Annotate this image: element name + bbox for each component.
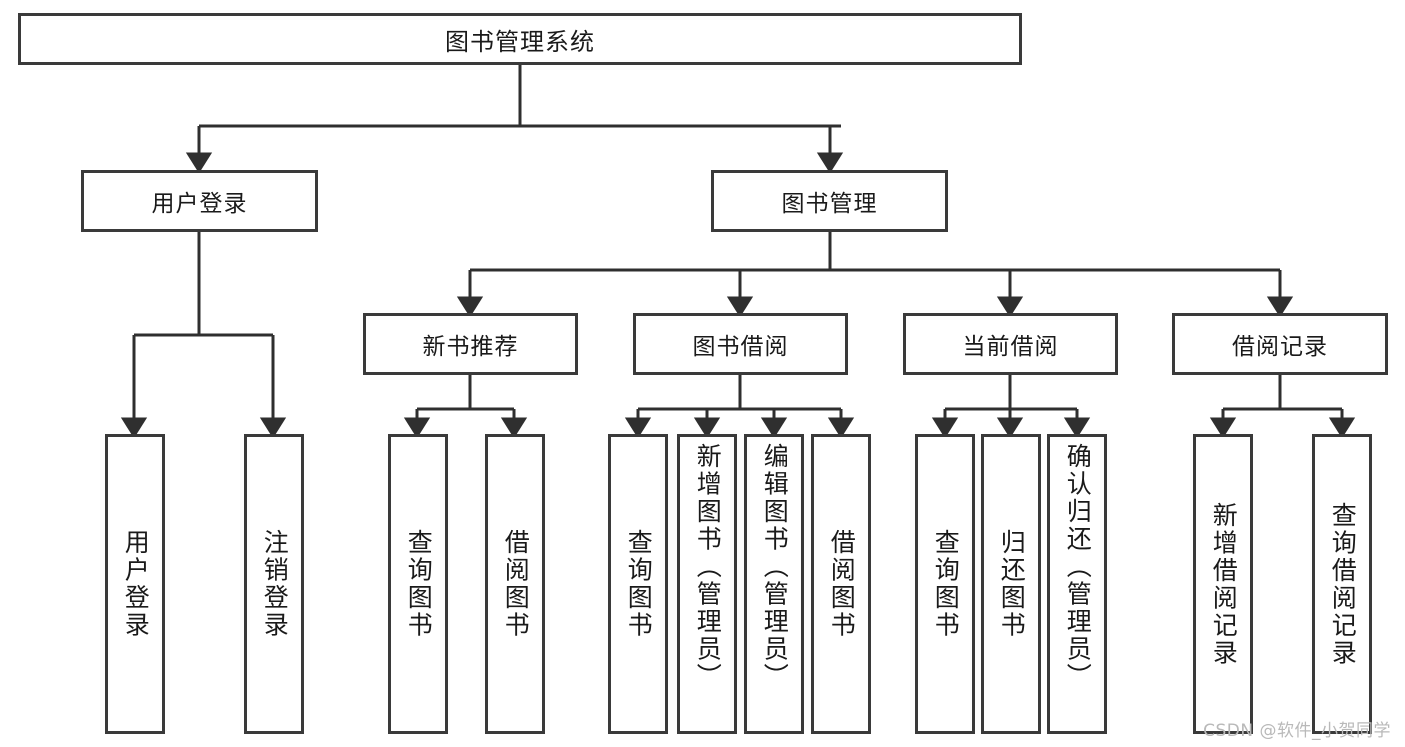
leaf-borrow-add-book-admin[interactable]: 新增图书（管理员） (677, 434, 737, 734)
leaf-user-login-login[interactable]: 用户登录 (105, 434, 165, 734)
leaf-label: 借阅图书 (827, 529, 857, 639)
node-book-management[interactable]: 图书管理 (711, 170, 948, 232)
leaf-label: 编辑图书（管理员） (760, 443, 790, 691)
leaf-label: 用户登录 (121, 529, 151, 639)
leaf-record-query-record[interactable]: 查询借阅记录 (1312, 434, 1372, 734)
leaf-label: 查询图书 (404, 529, 434, 639)
leaf-label: 新增图书（管理员） (693, 443, 723, 691)
leaf-current-confirm-return-admin[interactable]: 确认归还（管理员） (1047, 434, 1107, 734)
node-new-book-recommend[interactable]: 新书推荐 (363, 313, 578, 375)
node-label: 图书管理系统 (445, 27, 595, 56)
leaf-recommend-borrow-book[interactable]: 借阅图书 (485, 434, 545, 734)
leaf-borrow-borrow-book[interactable]: 借阅图书 (811, 434, 871, 734)
node-label: 图书管理 (781, 191, 878, 217)
leaf-label: 查询图书 (624, 529, 654, 639)
node-label: 借阅记录 (1232, 334, 1328, 360)
leaf-record-add-record[interactable]: 新增借阅记录 (1193, 434, 1253, 734)
leaf-borrow-query-book[interactable]: 查询图书 (608, 434, 668, 734)
node-borrow-record[interactable]: 借阅记录 (1172, 313, 1388, 375)
leaf-label: 借阅图书 (501, 529, 531, 639)
leaf-label: 查询图书 (931, 529, 961, 639)
leaf-current-query-book[interactable]: 查询图书 (915, 434, 975, 734)
leaf-label: 新增借阅记录 (1209, 501, 1239, 667)
leaf-label: 查询借阅记录 (1328, 501, 1358, 667)
leaf-current-return-book[interactable]: 归还图书 (981, 434, 1041, 734)
leaf-label: 确认归还（管理员） (1063, 443, 1093, 691)
leaf-label: 归还图书 (997, 529, 1027, 639)
leaf-label: 注销登录 (260, 529, 290, 639)
node-root-system[interactable]: 图书管理系统 (18, 13, 1022, 65)
node-label: 当前借阅 (962, 334, 1059, 360)
node-current-borrow[interactable]: 当前借阅 (903, 313, 1118, 375)
node-label: 用户登录 (151, 191, 248, 217)
node-book-borrow[interactable]: 图书借阅 (633, 313, 848, 375)
node-user-login[interactable]: 用户登录 (81, 170, 318, 232)
leaf-user-login-logout[interactable]: 注销登录 (244, 434, 304, 734)
leaf-borrow-edit-book-admin[interactable]: 编辑图书（管理员） (744, 434, 804, 734)
csdn-watermark: CSDN @软件_小贺同学 (1203, 721, 1391, 741)
node-label: 图书借阅 (692, 334, 789, 360)
leaf-recommend-query-book[interactable]: 查询图书 (388, 434, 448, 734)
node-label: 新书推荐 (422, 334, 519, 360)
